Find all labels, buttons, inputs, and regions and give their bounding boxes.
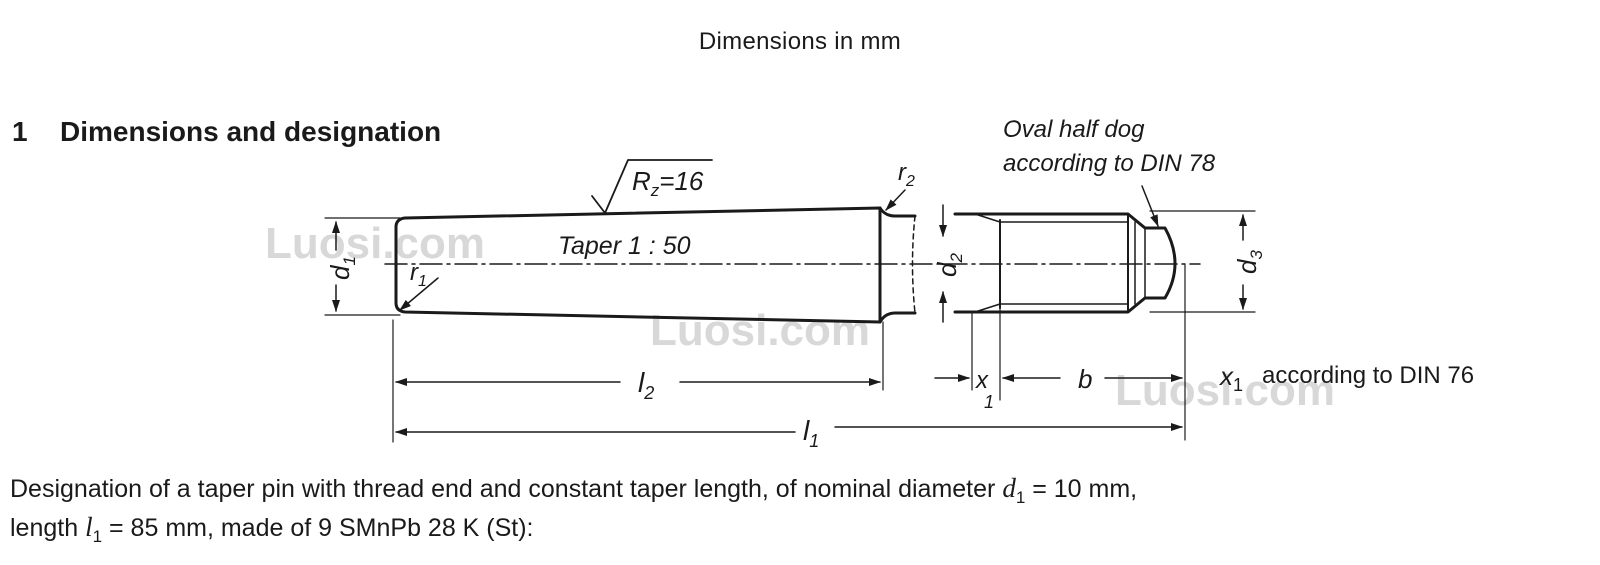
watermark-2: Luosi.com	[650, 306, 870, 355]
taper-body	[394, 206, 882, 324]
dog-point-leader	[1141, 185, 1159, 227]
label-l1: l1	[803, 415, 819, 451]
designation-line-1: Designation of a taper pin with thread e…	[10, 473, 1138, 507]
taper-label: Taper 1 : 50	[558, 232, 691, 260]
x1-note-symbol: x1	[1218, 361, 1243, 395]
dog-note-line1: Oval half dog	[1003, 116, 1145, 143]
thread-runout-bottom	[974, 303, 1001, 313]
thread-runout-top	[974, 213, 1001, 223]
r2-leader	[885, 189, 906, 211]
x1-note-text: according to DIN 76	[1262, 362, 1474, 389]
surface-finish-symbol	[591, 159, 713, 214]
watermark-1: Luosi.com	[265, 219, 485, 268]
label-r1: r1	[410, 259, 427, 290]
designation-line-2: length l1 = 85 mm, made of 9 SMnPb 28 K …	[10, 512, 534, 546]
neck-break	[911, 215, 916, 314]
label-x1: x	[975, 367, 989, 394]
dog-note-line2: according to DIN 78	[1003, 150, 1216, 177]
label-b: b	[1078, 364, 1092, 394]
neck-top	[878, 206, 917, 218]
watermark-3: Luosi.com	[1115, 366, 1335, 415]
neck-bottom	[878, 311, 917, 324]
surface-finish-label: Rz=16	[632, 166, 704, 200]
label-d3: d3	[1232, 250, 1266, 274]
units-note: Dimensions in mm	[698, 28, 902, 55]
label-x1-sub: 1	[984, 392, 994, 412]
section-title: Dimensions and designation	[60, 116, 442, 147]
label-l2: l2	[638, 367, 654, 403]
label-d1: d1	[325, 256, 359, 280]
label-r2: r2	[898, 159, 915, 190]
section-number: 1	[12, 116, 28, 147]
label-d2: d2	[932, 253, 966, 277]
r1-leader	[399, 277, 439, 311]
thread-outline	[953, 212, 1177, 314]
